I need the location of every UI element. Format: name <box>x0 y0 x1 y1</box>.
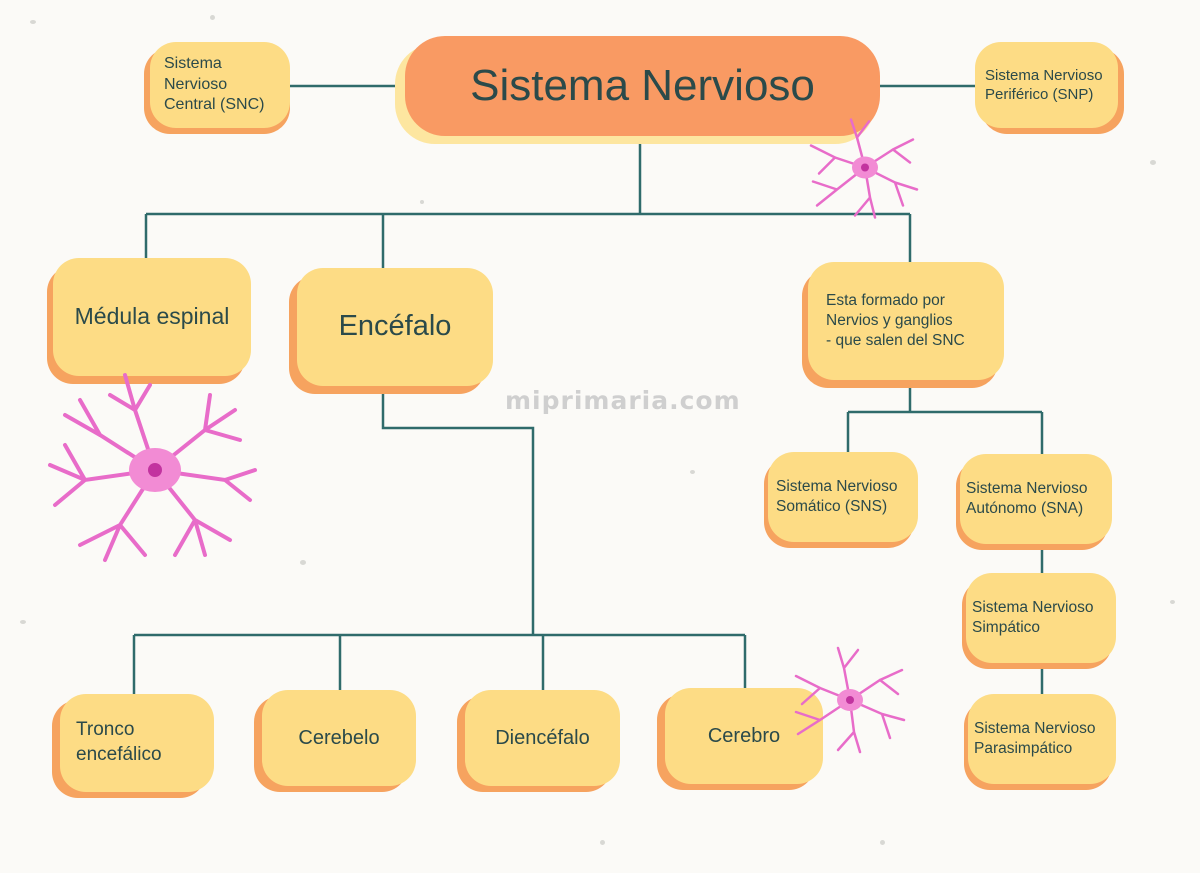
speck <box>1170 600 1175 604</box>
speck <box>880 840 885 845</box>
speck <box>600 840 605 845</box>
node-label: Sistema Nervioso Simpático <box>972 598 1094 636</box>
node-snc: Sistema Nervioso Central (SNC) <box>144 42 290 134</box>
node-medula-espinal: Médula espinal <box>47 258 251 384</box>
node-tronco-encefalico: Tronco encefálico <box>52 694 214 798</box>
neuron-icon <box>809 118 919 219</box>
node-snp: Sistema Nervioso Periférico (SNP) <box>975 42 1124 134</box>
node-label: Sistema Nervioso <box>470 61 815 111</box>
node-label: Médula espinal <box>74 303 230 330</box>
speck <box>690 470 695 474</box>
node-label: Encéfalo <box>338 310 452 343</box>
speck <box>420 200 424 204</box>
speck <box>210 15 215 20</box>
node-sistema-nervioso: Sistema Nervioso <box>395 36 880 144</box>
node-simpatico: Sistema Nervioso Simpático <box>962 573 1116 669</box>
node-label: Esta formado por Nervios y ganglios - qu… <box>826 291 965 350</box>
speck <box>300 560 306 565</box>
node-label: Sistema Nervioso Autónomo (SNA) <box>966 479 1088 517</box>
node-label: Diencéfalo <box>495 727 590 749</box>
node-diencefalo: Diencéfalo <box>457 690 620 792</box>
node-label: Sistema Nervioso Central (SNC) <box>164 54 265 114</box>
watermark: miprimaria.com <box>505 386 741 415</box>
node-snp-descripcion: Esta formado por Nervios y ganglios - qu… <box>802 262 1004 388</box>
neuron-icon <box>794 646 906 754</box>
node-label: Sistema Nervioso Parasimpático <box>974 719 1096 757</box>
node-parasimpatico: Sistema Nervioso Parasimpático <box>964 694 1116 790</box>
node-label: Sistema Nervioso Periférico (SNP) <box>985 66 1103 104</box>
node-cerebelo: Cerebelo <box>254 690 416 792</box>
speck <box>1150 160 1156 165</box>
node-encefalo: Encéfalo <box>289 268 493 394</box>
node-cerebro: Cerebro <box>657 688 823 790</box>
node-label: Cerebro <box>707 725 781 747</box>
node-sna: Sistema Nervioso Autónomo (SNA) <box>956 454 1112 550</box>
node-label: Tronco encefálico <box>76 719 162 765</box>
speck <box>30 20 36 24</box>
speck <box>20 620 26 624</box>
neuron-icon <box>48 373 257 562</box>
node-sns: Sistema Nervioso Somático (SNS) <box>764 452 918 548</box>
node-label: Cerebelo <box>298 727 380 749</box>
node-label: Sistema Nervioso Somático (SNS) <box>776 477 898 515</box>
